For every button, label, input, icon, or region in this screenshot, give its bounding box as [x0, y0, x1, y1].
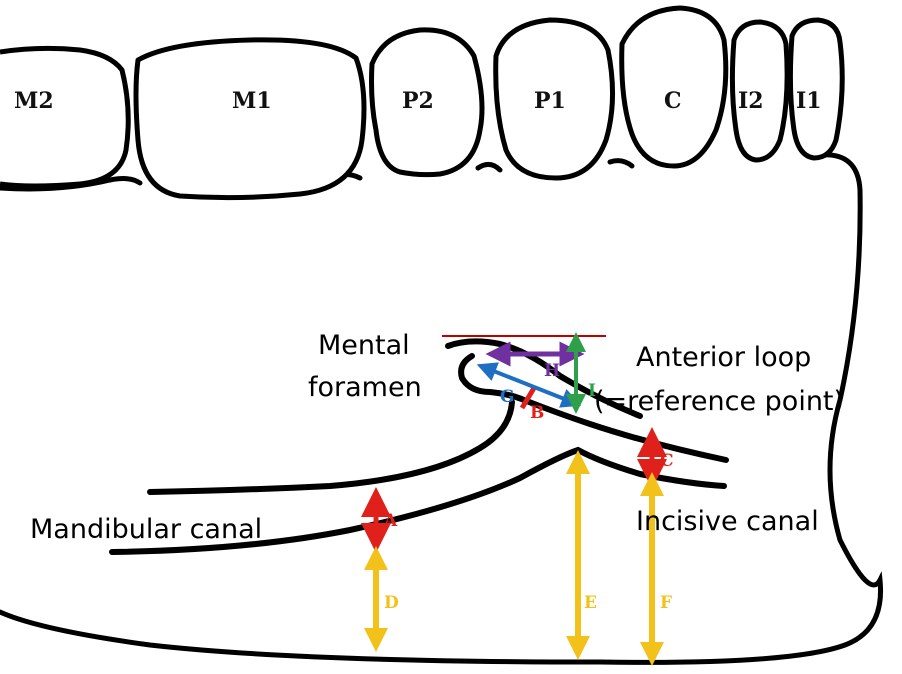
tooth-m2 [0, 48, 128, 186]
mandibular-canal-upper-wall [150, 402, 512, 492]
label-mandibular-canal: Mandibular canal [30, 514, 262, 545]
tooth-label-m1: M1 [232, 88, 272, 114]
meas-label-e: E [584, 593, 597, 613]
label-reference-point: (=reference point) [594, 386, 844, 417]
meas-label-f: F [660, 593, 672, 613]
tooth-label-i2: I2 [738, 88, 764, 114]
tooth-label-p1: P1 [534, 88, 566, 114]
label-incisive-canal: Incisive canal [636, 506, 819, 537]
tooth-m1 [136, 40, 364, 198]
meas-label-g: G [500, 387, 515, 407]
tooth-label-i1: I1 [796, 88, 822, 114]
meas-label-c: C [660, 451, 674, 471]
meas-label-d: D [384, 593, 399, 613]
tooth-label-c: C [664, 88, 682, 114]
meas-label-h: H [544, 361, 560, 381]
tooth-label-p2: P2 [402, 88, 434, 114]
meas-label-a: A [383, 511, 398, 531]
tooth-c [622, 8, 726, 166]
tooth-label-m2: M2 [14, 88, 54, 114]
label-foramen: foramen [308, 372, 422, 403]
meas-label-b: B [530, 403, 544, 423]
label-mental: Mental [318, 330, 410, 361]
label-anterior-loop: Anterior loop [636, 342, 811, 373]
